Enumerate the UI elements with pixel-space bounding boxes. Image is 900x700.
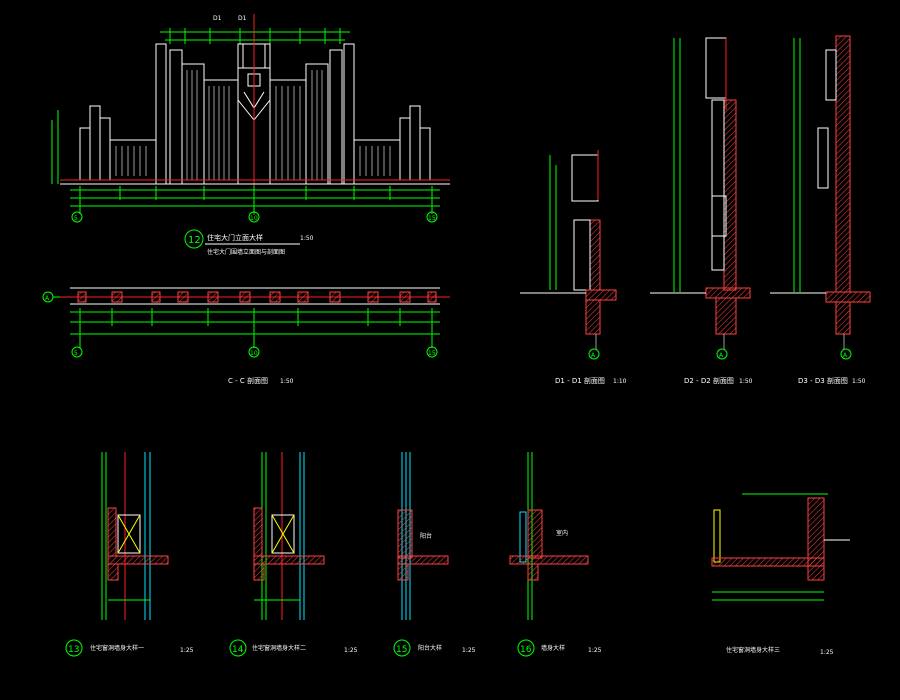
- detail-number-12: 12: [188, 235, 201, 246]
- d2-title: D2 - D2 剖面图: [684, 376, 734, 385]
- detail-number-14: 14: [232, 645, 244, 655]
- d3-title: D3 - D3 剖面图: [798, 376, 848, 385]
- detail-16: 室内 16 墙身大样 1:25: [509, 452, 602, 657]
- detail-number-15: 15: [396, 645, 407, 655]
- detail-14-scale: 1:25: [344, 647, 358, 654]
- detail-13-title: 住宅窗洞墙身大样一: [90, 644, 144, 652]
- plan-title: C - C 剖面图: [228, 376, 268, 385]
- section-cc: A 5 10 15 C - C 剖面图 1:50: [42, 287, 450, 385]
- d3-axis-a: A: [843, 352, 848, 359]
- d2-axis-a: A: [719, 352, 724, 359]
- plan-axis-15: 15: [428, 350, 436, 357]
- detail-15-scale: 1:25: [462, 647, 476, 654]
- detail-window-3-title: 住宅窗洞墙身大样三: [726, 646, 780, 654]
- detail-window-3-scale: 1:25: [820, 649, 834, 656]
- detail-14: 14 住宅窗洞墙身大样二 1:25: [229, 452, 358, 657]
- dim-d1-left: D1: [213, 15, 222, 22]
- section-d1: A D1 - D1 剖面图 1:10: [520, 150, 627, 385]
- elevation-subtitle: 住宅大门围墙立面图与剖面图: [207, 248, 285, 256]
- section-d3: A D3 - D3 剖面图 1:50: [770, 35, 871, 385]
- detail-15: 阳台 15 阳台大样 1:25: [393, 452, 476, 657]
- d3-scale: 1:50: [852, 378, 866, 385]
- detail-15-title: 阳台大样: [418, 644, 442, 652]
- d1-title: D1 - D1 剖面图: [555, 376, 605, 385]
- detail-window-3: 住宅窗洞墙身大样三 1:25: [711, 493, 850, 656]
- axis-15: 15: [428, 215, 436, 222]
- interior-label: 室内: [556, 529, 568, 537]
- detail-number-13: 13: [68, 645, 79, 655]
- detail-16-title: 墙身大样: [541, 644, 565, 652]
- elevation-scale: 1:50: [300, 235, 314, 242]
- d2-scale: 1:50: [739, 378, 753, 385]
- axis-5: 5: [74, 215, 78, 222]
- d1-axis-a: A: [591, 352, 596, 359]
- detail-16-scale: 1:25: [588, 647, 602, 654]
- detail-13: 13 住宅窗洞墙身大样一 1:25: [65, 452, 194, 657]
- detail-number-16: 16: [520, 645, 532, 655]
- dim-d1-right: D1: [238, 15, 247, 22]
- axis-10: 10: [250, 215, 258, 222]
- plan-axis-a: A: [45, 295, 50, 302]
- gate-elevation: D1 D1: [51, 14, 450, 256]
- balcony-label: 阳台: [420, 532, 432, 540]
- d1-scale: 1:10: [613, 378, 627, 385]
- plan-axis-5: 5: [74, 350, 78, 357]
- elevation-title: 住宅大门立面大样: [207, 233, 263, 242]
- plan-scale: 1:50: [280, 378, 294, 385]
- detail-13-scale: 1:25: [180, 647, 194, 654]
- detail-14-title: 住宅窗洞墙身大样二: [252, 644, 306, 652]
- section-d2: A D2 - D2 剖面图 1:50: [650, 37, 753, 385]
- plan-axis-10: 10: [250, 350, 258, 357]
